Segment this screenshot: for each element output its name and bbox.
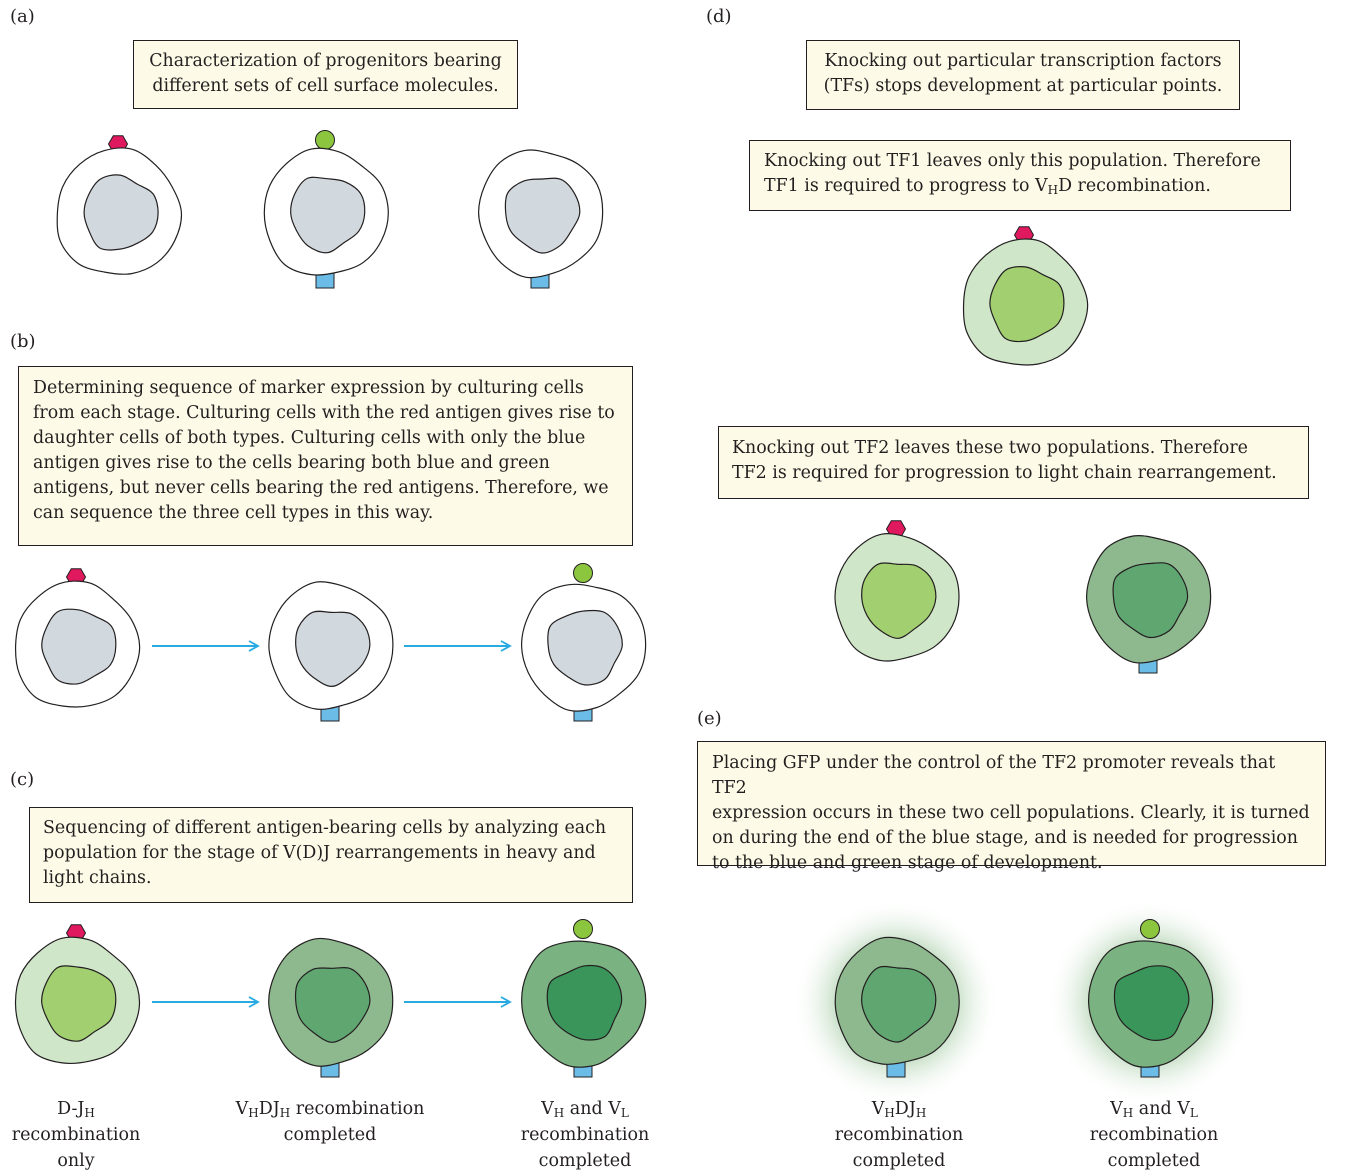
cell-nucleus xyxy=(1113,965,1190,1041)
panel-d-intro: Knocking out particular transcription fa… xyxy=(806,40,1240,110)
text-line: (TFs) stops development at particular po… xyxy=(823,76,1223,96)
text-line: different sets of cell surface molecules… xyxy=(152,76,499,96)
text-line: from each stage. Culturing cells with th… xyxy=(33,403,615,423)
panel-e-description: Placing GFP under the control of the TF2… xyxy=(697,741,1326,873)
text-line: only xyxy=(57,1151,95,1171)
text-line: completed xyxy=(852,1151,946,1171)
cell-nucleus xyxy=(547,609,623,686)
panel-label-a: (a) xyxy=(10,6,35,27)
text-line: recombination xyxy=(11,1125,141,1145)
cell-a-red xyxy=(56,135,183,275)
green-antigen-icon xyxy=(315,130,335,150)
cell-b-red xyxy=(14,568,141,708)
text-line: antigen gives rise to the cells bearing … xyxy=(33,453,550,473)
cell-d-tf2-stage2 xyxy=(1085,535,1212,674)
cell-nucleus xyxy=(861,965,937,1043)
green-antigen-icon xyxy=(573,919,593,939)
text-line: VH and VL xyxy=(1110,1099,1198,1120)
text-line: Knocking out particular transcription fa… xyxy=(824,51,1222,71)
cell-c-stage1 xyxy=(14,924,141,1065)
cell-a-green-blue xyxy=(263,130,389,289)
cell-c-stage3 xyxy=(521,919,647,1078)
cell-a-blue xyxy=(477,149,604,289)
cell-nucleus xyxy=(989,266,1065,343)
caption-e-vh-vl-recombination: VH and VL recombination completed xyxy=(1073,1096,1235,1174)
panel-label-b: (b) xyxy=(10,331,36,352)
caption-c-vhdjh-recombination: VHDJH recombination completed xyxy=(215,1096,445,1148)
text-line: Sequencing of different antigen-bearing … xyxy=(43,818,607,838)
text-line: antigens, but never cells bearing the re… xyxy=(33,478,609,498)
cell-nucleus xyxy=(41,965,117,1042)
cell-nucleus xyxy=(1112,562,1189,639)
text-line: TF2 is required for progression to light… xyxy=(732,463,1277,483)
cell-e-stage3 xyxy=(1087,919,1214,1078)
cell-d-tf1 xyxy=(962,226,1089,366)
cell-b-blue xyxy=(268,581,394,722)
text-line: Determining sequence of marker expressio… xyxy=(33,378,584,398)
cell-nucleus xyxy=(504,177,581,254)
text-line: completed xyxy=(1107,1151,1201,1171)
green-antigen-icon xyxy=(1140,919,1160,939)
cell-nucleus xyxy=(861,562,937,639)
cell-b-green-blue xyxy=(520,563,647,722)
text-line: Knocking out TF1 leaves only this popula… xyxy=(764,151,1261,171)
cell-nucleus xyxy=(83,174,159,251)
text-line: Characterization of progenitors bearing xyxy=(149,51,502,71)
panel-d-tf2-knockout: Knocking out TF2 leaves these two popula… xyxy=(718,426,1309,499)
text-line: Knocking out TF2 leaves these two popula… xyxy=(732,438,1248,458)
cell-nucleus xyxy=(41,608,117,685)
text-line: light chains. xyxy=(43,868,152,888)
text-line: to the blue and green stage of developme… xyxy=(712,853,1103,873)
text-line: recombination xyxy=(834,1125,964,1145)
cell-e-stage2 xyxy=(834,936,960,1078)
panel-label-d: (d) xyxy=(706,6,732,27)
green-antigen-icon xyxy=(573,563,593,583)
text-line: VHDJH recombination xyxy=(235,1099,425,1120)
text-line: completed xyxy=(538,1151,632,1171)
caption-e-vhdjh-recombination: VHDJH recombination completed xyxy=(818,1096,980,1174)
text-line: population for the stage of V(D)J rearra… xyxy=(43,843,596,863)
panel-d-tf1-knockout: Knocking out TF1 leaves only this popula… xyxy=(749,140,1291,211)
cell-nucleus xyxy=(290,176,366,254)
text-line: recombination xyxy=(1089,1125,1219,1145)
caption-c-vh-vl-recombination: VH and VL recombination completed xyxy=(505,1096,665,1174)
panel-b-description: Determining sequence of marker expressio… xyxy=(18,366,633,546)
text-line: Placing GFP under the control of the TF2… xyxy=(712,753,1276,798)
text-line: VH and VL xyxy=(541,1099,629,1120)
text-line: VHDJH xyxy=(871,1099,927,1120)
text-line: recombination xyxy=(520,1125,650,1145)
text-line: on during the end of the blue stage, and… xyxy=(712,828,1298,848)
panel-label-c: (c) xyxy=(10,769,35,790)
panel-label-e: (e) xyxy=(697,708,722,729)
cell-nucleus xyxy=(546,964,623,1041)
cell-d-tf2-stage1 xyxy=(834,520,960,662)
cell-c-stage2 xyxy=(268,937,394,1078)
text-line: D-JH xyxy=(57,1099,95,1120)
text-line: expression occurs in these two cell popu… xyxy=(712,803,1310,823)
text-line: TF1 is required to progress to VHD recom… xyxy=(764,176,1211,197)
text-line: daughter cells of both types. Culturing … xyxy=(33,428,586,448)
text-line: completed xyxy=(283,1125,377,1145)
cell-nucleus xyxy=(295,610,371,688)
panel-a-description: Characterization of progenitors bearing d… xyxy=(133,40,518,109)
text-line: can sequence the three cell types in thi… xyxy=(33,503,434,523)
panel-c-description: Sequencing of different antigen-bearing … xyxy=(29,807,633,903)
caption-c-dj-recombination: D-JH recombination only xyxy=(0,1096,152,1174)
cell-nucleus xyxy=(294,967,371,1043)
